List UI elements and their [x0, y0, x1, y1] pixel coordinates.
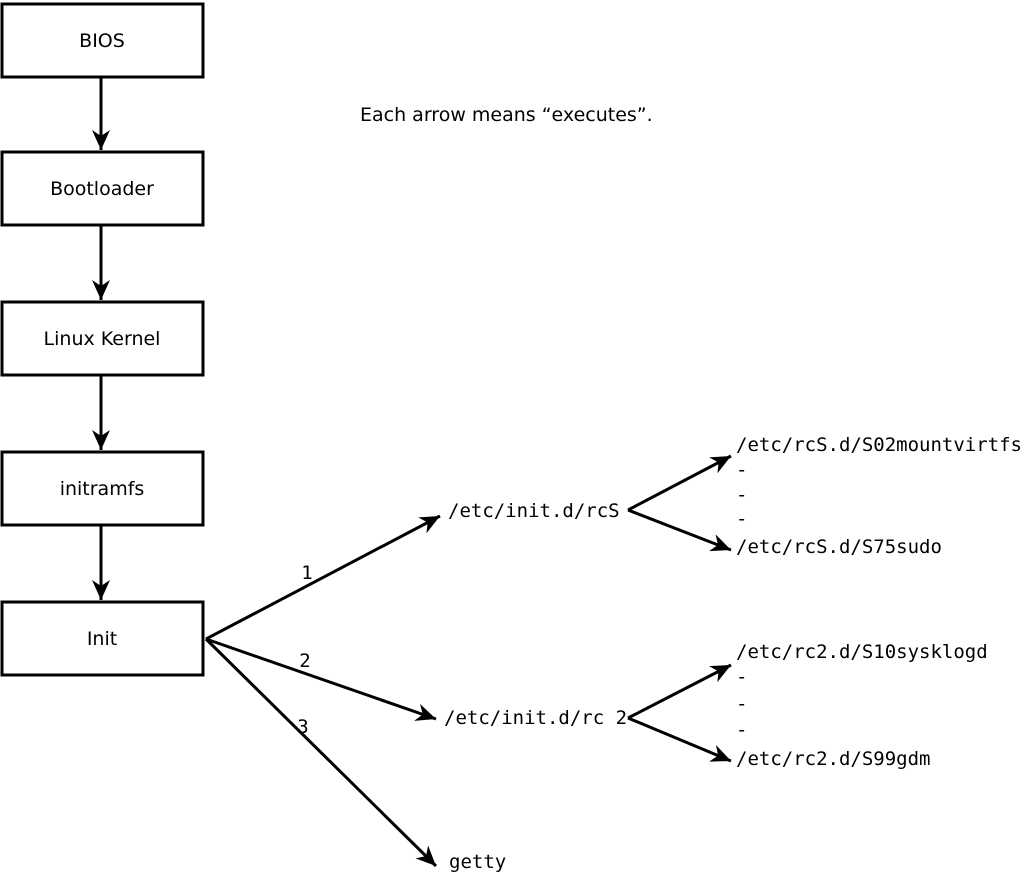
leaf-rcS-last-script: /etc/rcS.d/S75sudo [736, 536, 942, 558]
arrow-rcS-to-first-script [627, 454, 732, 512]
init-box [0, 600, 205, 677]
bios-box [0, 2, 205, 79]
linux-kernel-box [0, 300, 205, 377]
arrow-rc2-to-last-script [627, 716, 732, 763]
node-etc-init-d-rc2: /etc/init.d/rc 2 [444, 707, 627, 729]
arrow-init-to-rc2 [205, 637, 437, 721]
arrow-order-label-1: 1 [301, 562, 312, 584]
leaf-rcS-first-script: /etc/rcS.d/S02mountvirtfs [736, 434, 1022, 456]
init-fanout: 1 2 3 /etc/init.d/rcS /etc/init.d/rc 2 g… [204, 500, 627, 873]
arrow-order-label-2: 2 [299, 650, 310, 672]
node-getty: getty [449, 851, 506, 873]
rc2-fanout: /etc/rc2.d/S10sysklogd - - - /etc/rc2.d/… [627, 641, 988, 770]
leaf-rc2-last-script: /etc/rc2.d/S99gdm [736, 748, 930, 770]
arrow-rcS-to-last-script [627, 508, 732, 552]
ellipsis-dash: - [736, 719, 747, 741]
rcS-fanout: /etc/rcS.d/S02mountvirtfs - - - /etc/rcS… [627, 434, 1022, 558]
arrow-init-to-rcS [205, 514, 441, 641]
linux-kernel-label: Linux Kernel [44, 328, 161, 350]
caption-text: Each arrow means “executes”. [360, 104, 653, 126]
arrow-order-label-3: 3 [297, 716, 308, 738]
node-etc-init-d-rcS: /etc/init.d/rcS [448, 500, 620, 522]
bootloader-label: Bootloader [50, 178, 154, 200]
init-label: Init [87, 628, 117, 650]
arrow-init-to-getty [204, 637, 438, 868]
ellipsis-dash: - [736, 693, 747, 715]
arrow-rc2-to-first-script [627, 663, 732, 720]
initramfs-box [0, 450, 205, 527]
ellipsis-dash: - [736, 666, 747, 688]
ellipsis-dash: - [736, 459, 747, 481]
initramfs-label: initramfs [60, 478, 145, 500]
boot-chain: BIOS Bootloader Linux Kernel initramfs I… [0, 2, 205, 677]
ellipsis-dash: - [736, 484, 747, 506]
leaf-rc2-first-script: /etc/rc2.d/S10sysklogd [736, 641, 988, 663]
ellipsis-dash: - [736, 508, 747, 530]
bios-label: BIOS [79, 30, 125, 52]
